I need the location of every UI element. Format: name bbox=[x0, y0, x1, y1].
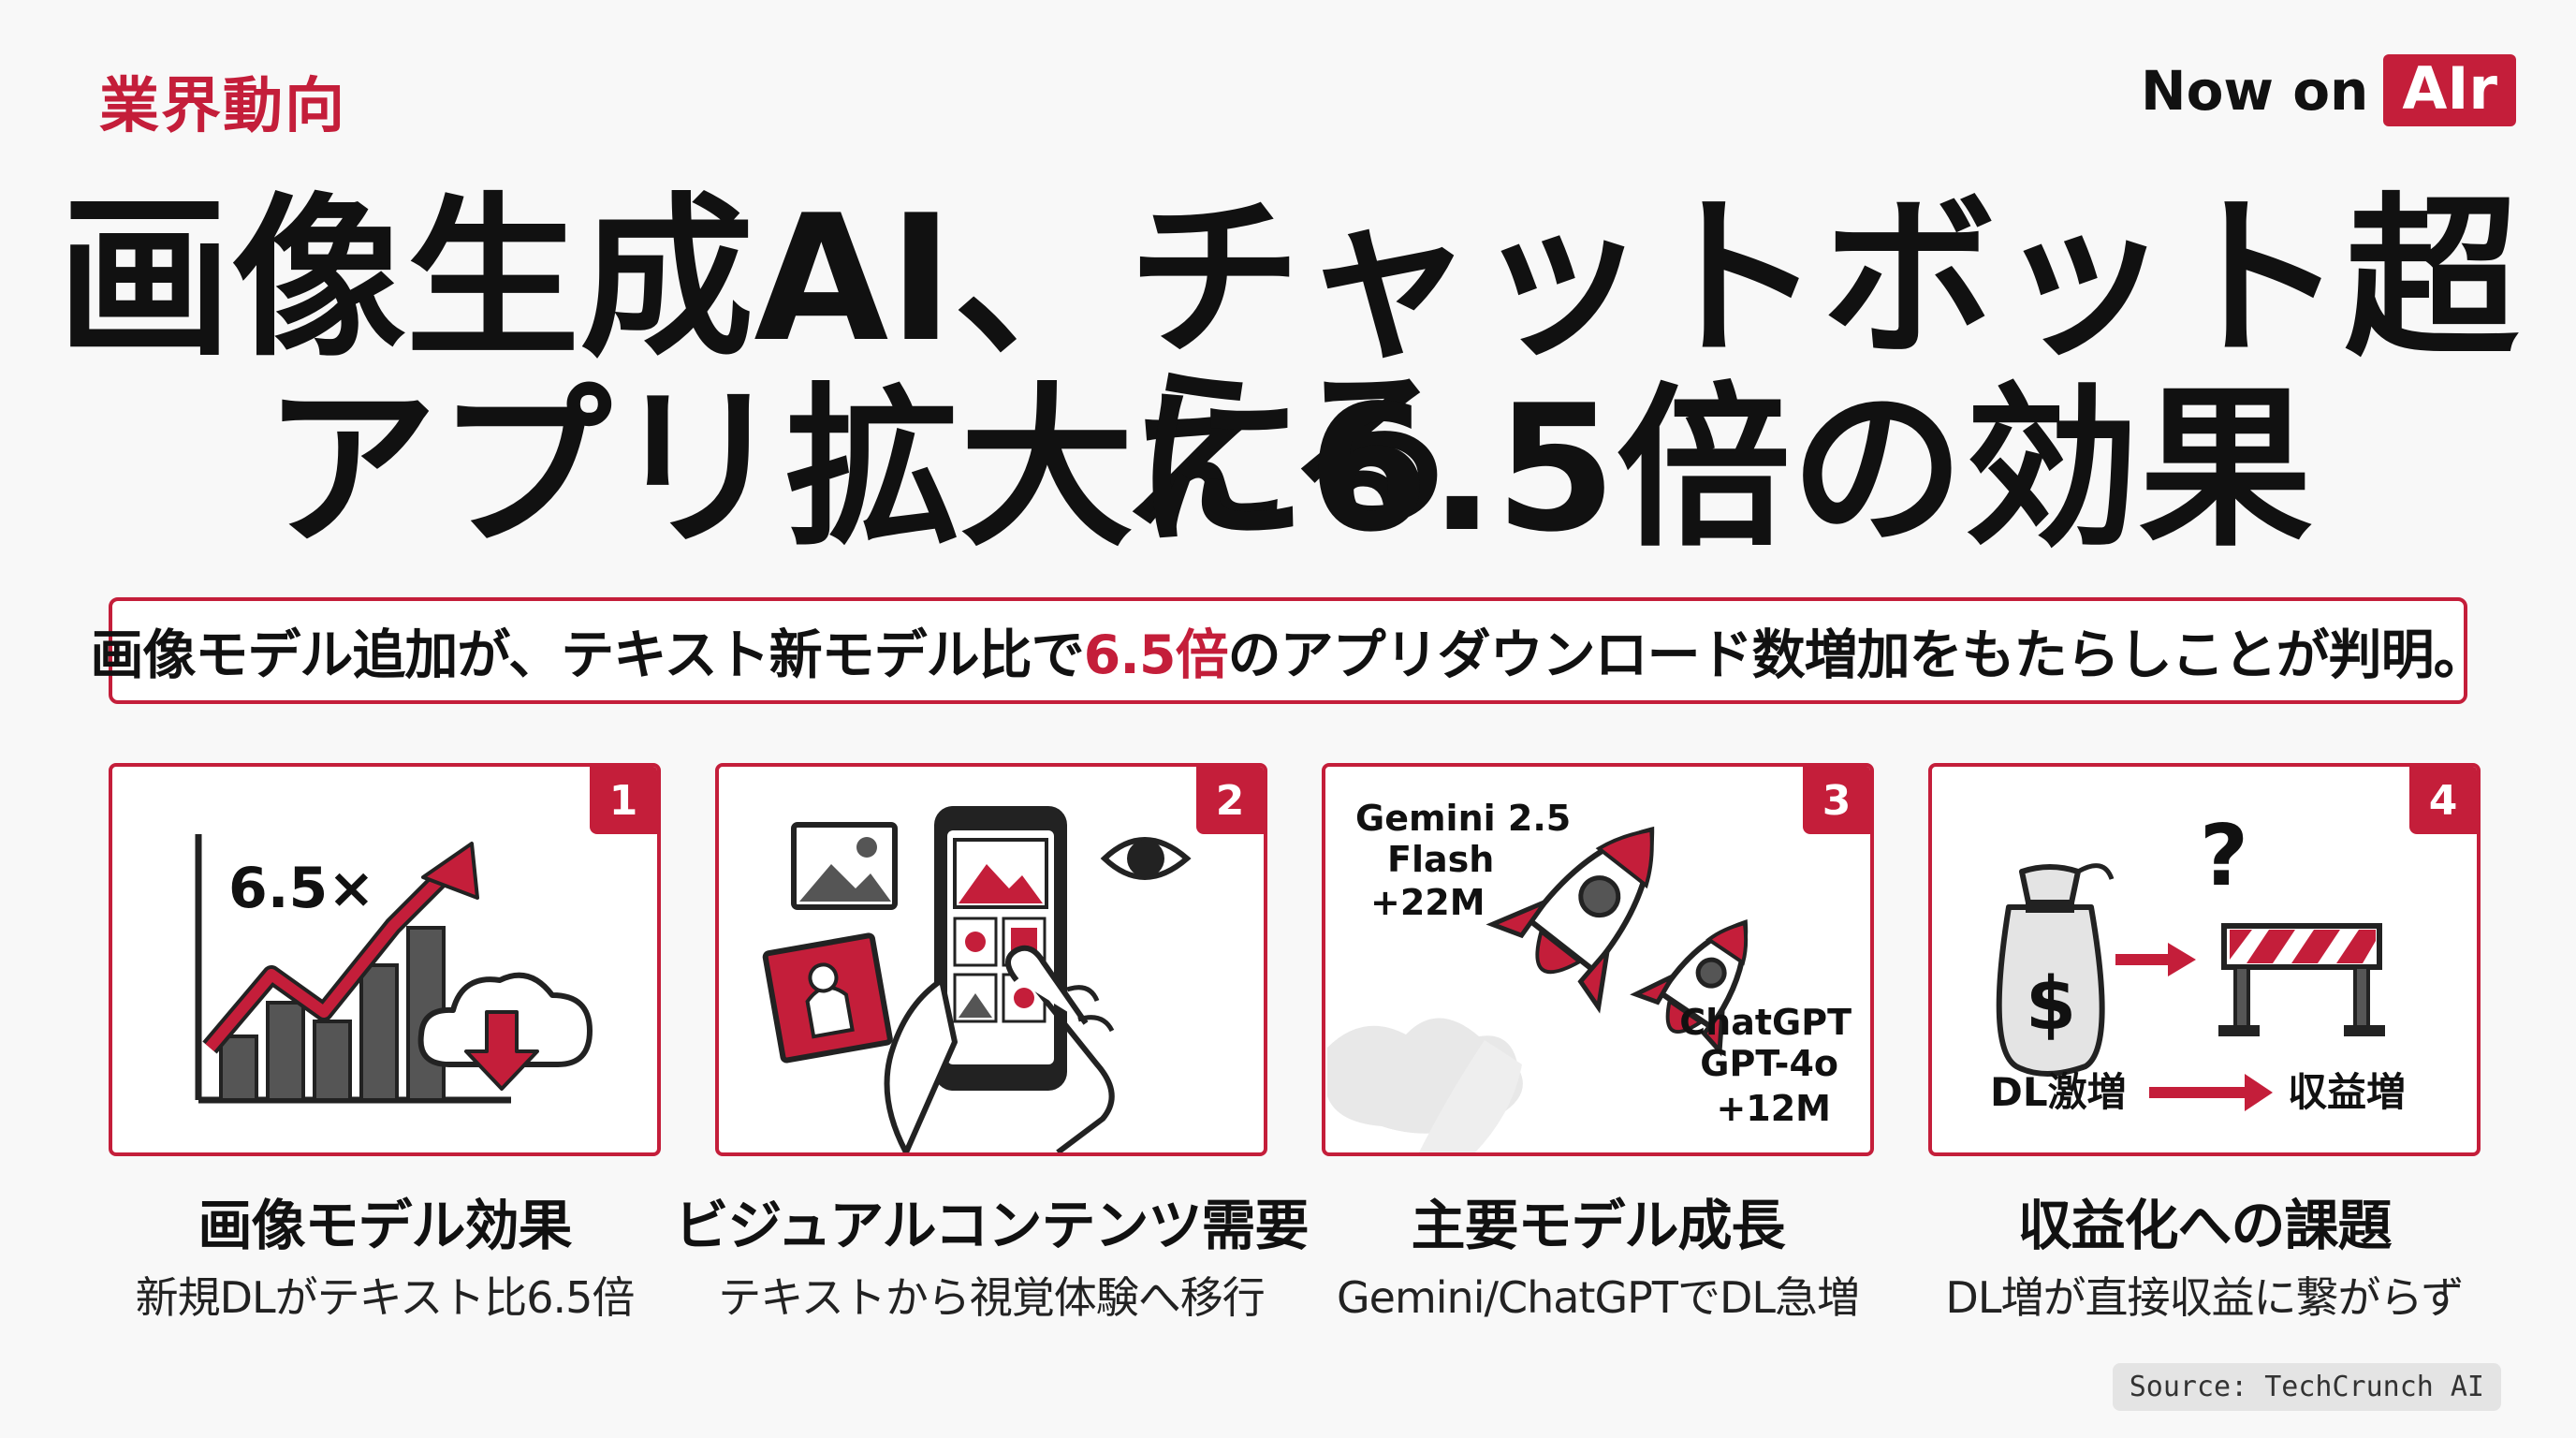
card-major-model-growth: Gemini 2.5 Flash +22M ChatGPT GPT-4o +12… bbox=[1322, 763, 1874, 1156]
flow-from-label: DL激増 bbox=[1990, 1069, 2127, 1115]
photo-card-icon bbox=[762, 932, 893, 1064]
card-1-subtitle: 新規DLがテキスト比6.5倍 bbox=[135, 1272, 636, 1323]
card-number: 3 bbox=[1803, 767, 1870, 834]
arrow-right-icon bbox=[2168, 943, 2196, 976]
download-arrow-icon bbox=[464, 1010, 539, 1091]
money-bag-barrier-question-icon: $ ? DL激増 収益増 bbox=[1990, 807, 2406, 1115]
card-visual-content-demand: 2 bbox=[715, 763, 1267, 1156]
card-2-subtitle: テキストから視覚体験へ移行 bbox=[718, 1272, 1266, 1323]
brand-badge: AIr bbox=[2383, 54, 2516, 127]
question-mark-icon: ? bbox=[2200, 807, 2248, 905]
brand-text: Now on bbox=[2141, 58, 2369, 123]
summary-text-after: のアプリダウンロード数増加をもたらしことが判明。 bbox=[1227, 624, 2487, 686]
card-4-subtitle: DL増が直接収益に繋がらず bbox=[1945, 1272, 2464, 1323]
rocket-1-label-line-2: Flash bbox=[1387, 839, 1494, 880]
money-bag-icon: $ bbox=[1996, 863, 2115, 1077]
rocket-2-label-line-1: ChatGPT bbox=[1679, 1002, 1852, 1043]
card-1-title: 画像モデル効果 bbox=[198, 1194, 572, 1257]
hand-icon bbox=[884, 977, 958, 1152]
card-monetization-challenge: $ ? DL激増 収益増 4 bbox=[1928, 763, 2481, 1156]
svg-text:$: $ bbox=[2026, 962, 2076, 1047]
flow-arrow-icon bbox=[2245, 1074, 2273, 1111]
brand-logo: Now on AIr bbox=[2141, 54, 2516, 127]
flow-to-label: 収益増 bbox=[2288, 1069, 2406, 1115]
rocket-1-label-line-3: +22M bbox=[1370, 882, 1486, 923]
summary-highlight: 6.5倍 bbox=[1083, 624, 1229, 686]
headline-line-1: 画像生成AI、チャットボット超える bbox=[57, 177, 2519, 554]
two-rockets-icon: Gemini 2.5 Flash +22M ChatGPT GPT-4o +12… bbox=[1327, 798, 1852, 1152]
rocket-1-icon bbox=[1486, 826, 1655, 1014]
rocket-1-label-line-1: Gemini 2.5 bbox=[1355, 798, 1571, 839]
card-number: 4 bbox=[2409, 767, 2477, 834]
smartphone-image-gallery-eye-icon bbox=[762, 806, 1192, 1152]
rocket-2-label-line-2: GPT-4o bbox=[1700, 1043, 1838, 1084]
rocket-2-label-line-3: +12M bbox=[1716, 1088, 1831, 1129]
card-2-title: ビジュアルコンテンツ需要 bbox=[674, 1194, 1309, 1257]
source-credit: Source: TechCrunch AI bbox=[2112, 1363, 2501, 1411]
card-image-model-effect: 6.5× 1 bbox=[109, 763, 661, 1156]
bar-chart-growth-download-icon: 6.5× bbox=[195, 834, 593, 1104]
card-3-title: 主要モデル成長 bbox=[1411, 1194, 1785, 1257]
growth-label: 6.5× bbox=[228, 856, 375, 921]
card-number: 1 bbox=[590, 767, 657, 834]
barrier-icon bbox=[2218, 923, 2385, 1036]
card-3-subtitle: Gemini/ChatGPTでDL急増 bbox=[1337, 1272, 1860, 1323]
card-4-title: 収益化への課題 bbox=[2017, 1194, 2392, 1257]
card-number: 2 bbox=[1196, 767, 1264, 834]
headline-line-2: アプリ拡大に6.5倍の効果 bbox=[263, 367, 2313, 570]
section-kicker: 業界動向 bbox=[99, 72, 346, 141]
summary-text-before: 画像モデル追加が、テキスト新モデル比で bbox=[90, 624, 1084, 686]
rocket-2-icon bbox=[1630, 919, 1749, 1057]
